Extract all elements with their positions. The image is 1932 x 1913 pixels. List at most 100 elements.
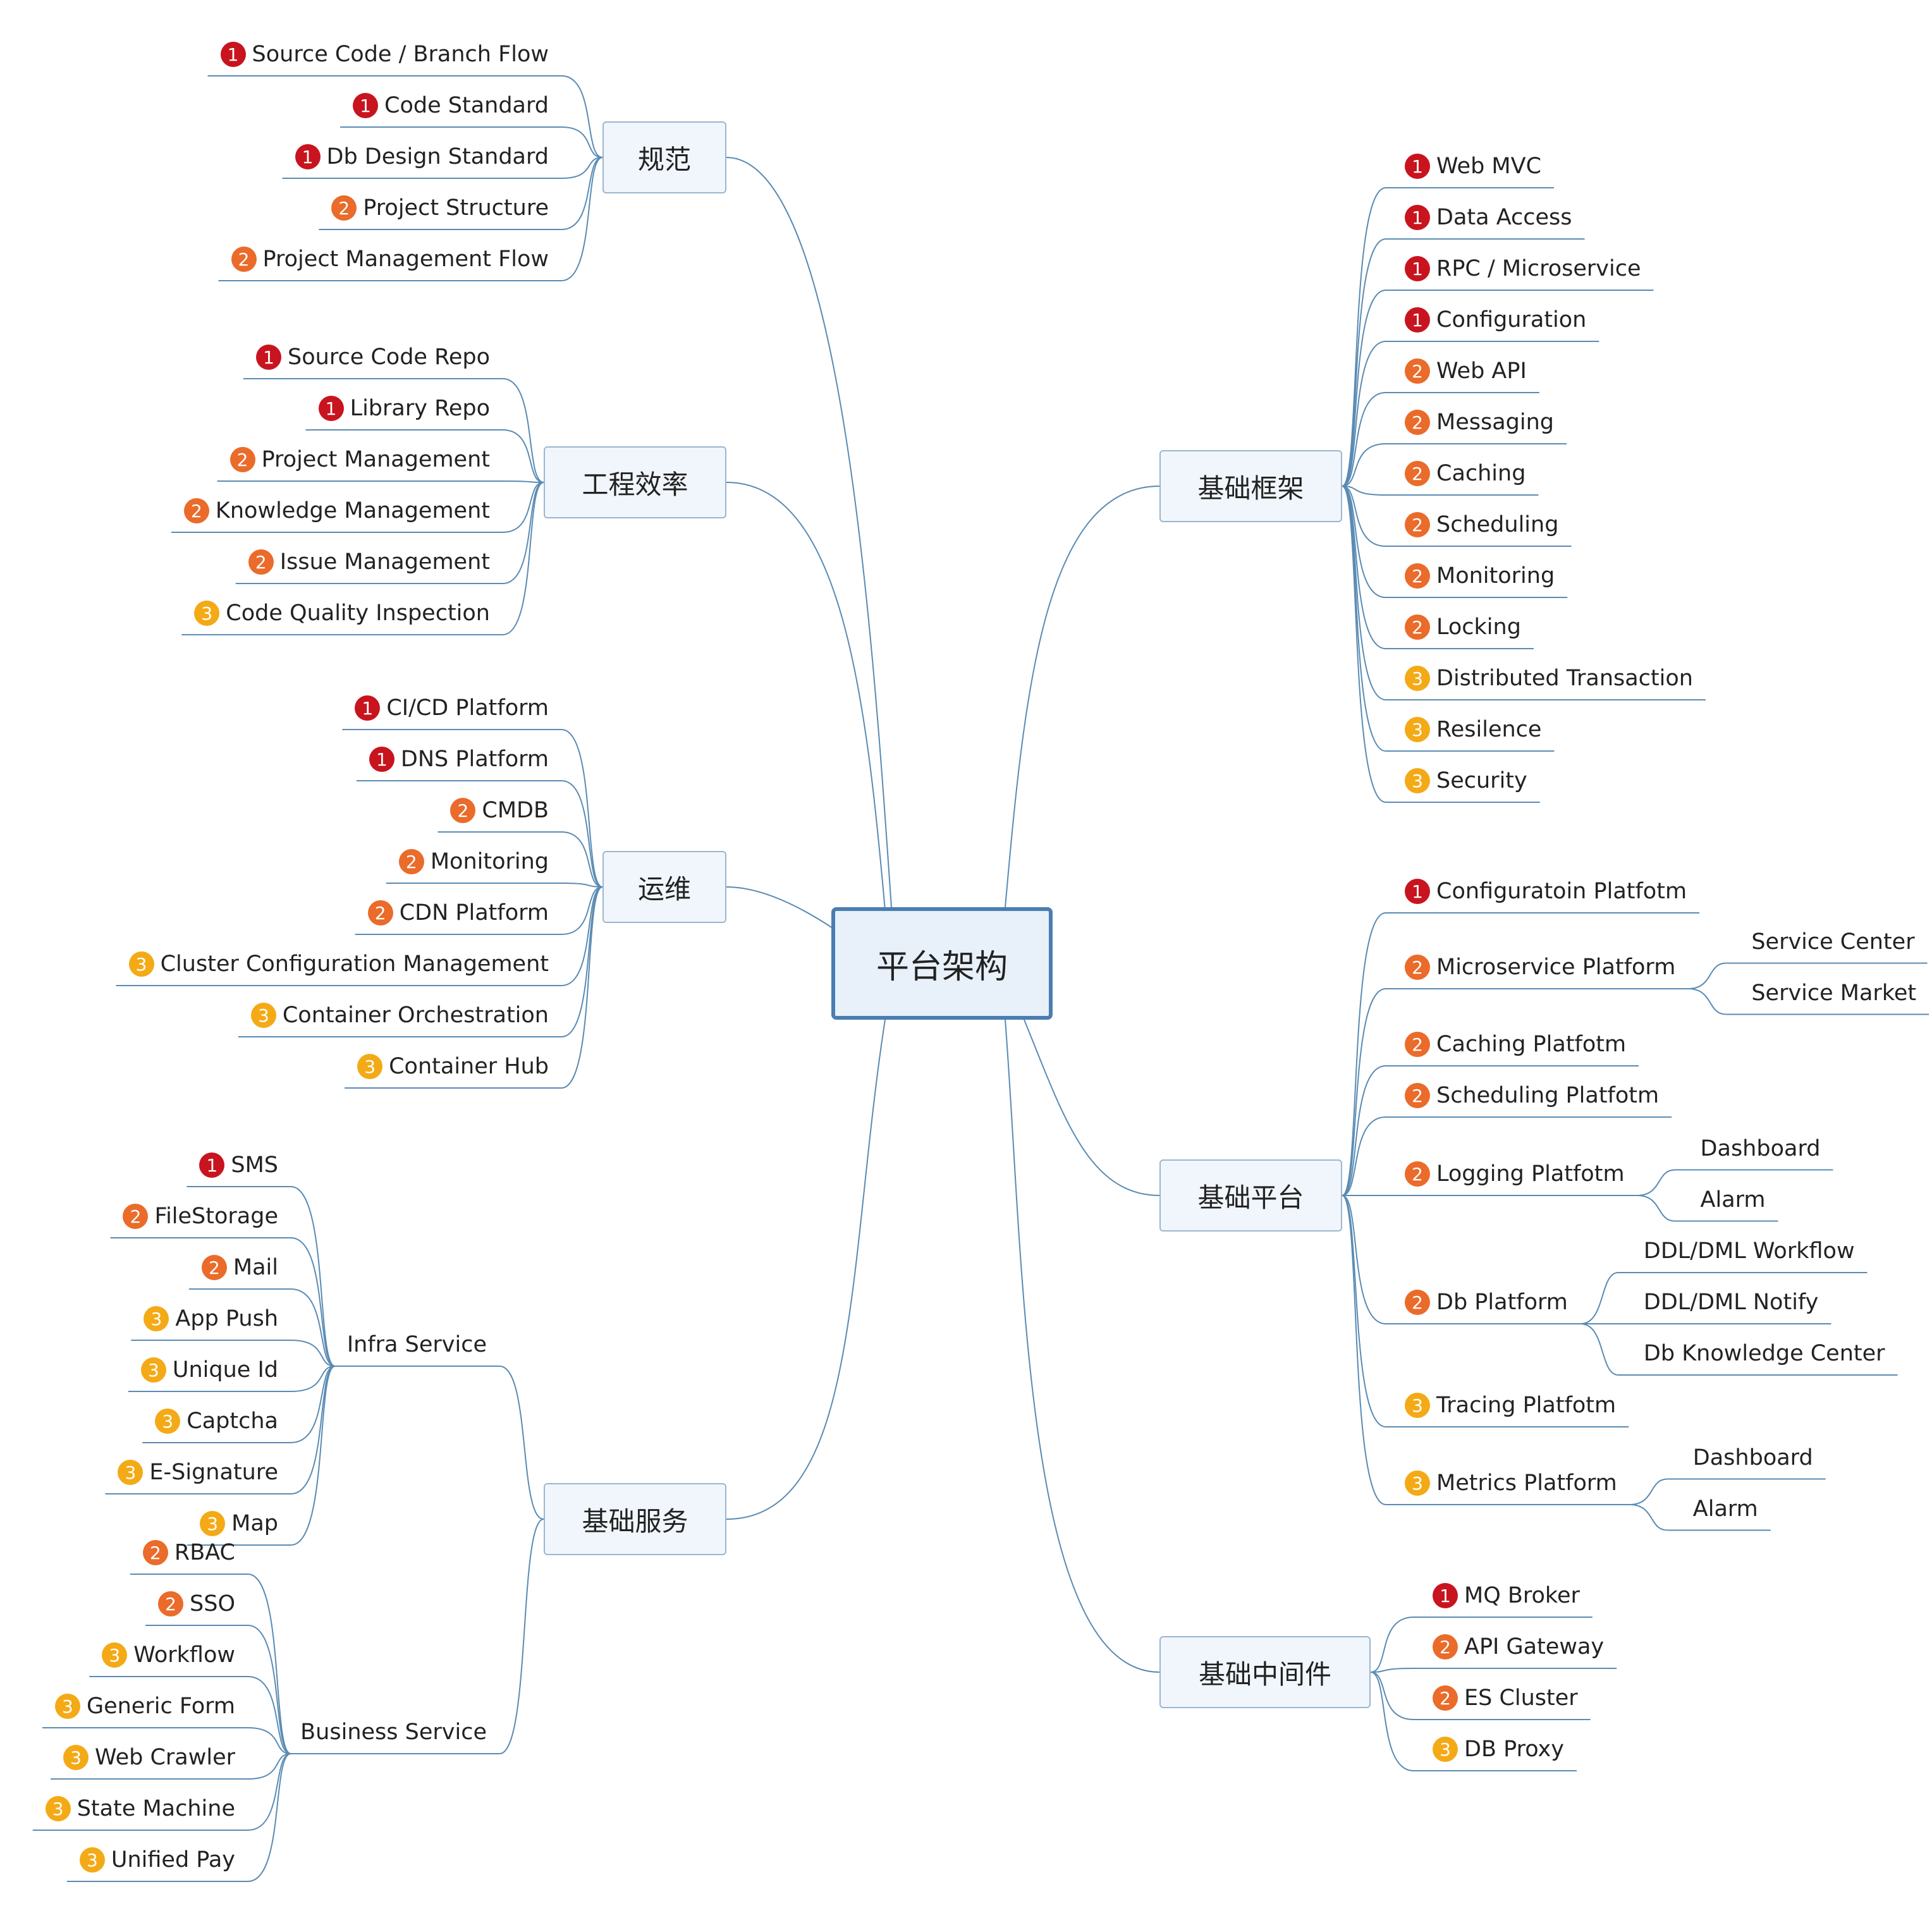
branch-pingtai[interactable]: 基础平台 xyxy=(1159,1159,1342,1232)
branch-zhongjianjian[interactable]: 基础中间件 xyxy=(1159,1636,1371,1708)
leaf-label: Mail xyxy=(233,1255,278,1280)
priority-2-icon: 2 xyxy=(331,195,357,221)
leaf-dashboard[interactable]: Dashboard xyxy=(1693,1444,1813,1472)
connector xyxy=(290,1237,336,1367)
leaf-label: DB Proxy xyxy=(1464,1737,1564,1762)
branch-guifan[interactable]: 规范 xyxy=(602,121,726,193)
connector xyxy=(561,886,603,1089)
leaf-label: RBAC xyxy=(174,1540,235,1565)
leaf-label: Source Code Repo xyxy=(288,345,490,370)
branch-jichufuwu[interactable]: 基础服务 xyxy=(544,1483,726,1555)
connector xyxy=(561,886,603,1037)
leaf-ddl-dml-workflow[interactable]: DDL/DML Workflow xyxy=(1644,1237,1855,1265)
root-node[interactable]: 平台架构 xyxy=(831,907,1053,1020)
leaf-service-center[interactable]: Service Center xyxy=(1751,928,1914,956)
branch-kuangjia[interactable]: 基础框架 xyxy=(1159,450,1342,522)
leaf-ddl-dml-notify[interactable]: DDL/DML Notify xyxy=(1644,1288,1818,1316)
subnode-infra-service[interactable]: Infra Service xyxy=(347,1331,487,1359)
connector xyxy=(1342,486,1386,752)
leaf-dashboard[interactable]: Dashboard xyxy=(1701,1135,1821,1163)
leaf-label: Knowledge Management xyxy=(215,498,490,523)
leaf-label: Security xyxy=(1436,768,1527,793)
leaf-alarm[interactable]: Alarm xyxy=(1693,1495,1758,1523)
connector xyxy=(561,780,603,888)
leaf-label: Messaging xyxy=(1436,410,1554,435)
leaf-service-market[interactable]: Service Market xyxy=(1751,979,1916,1007)
connector xyxy=(1370,1672,1414,1720)
subnode-business-service[interactable]: Business Service xyxy=(300,1718,487,1746)
leaf-db-knowledge-center[interactable]: Db Knowledge Center xyxy=(1644,1340,1885,1367)
leaf-label: Tracing Platfotm xyxy=(1436,1393,1617,1418)
branch-gongcheng[interactable]: 工程效率 xyxy=(544,446,726,518)
connector xyxy=(1370,1668,1414,1673)
connector xyxy=(726,157,892,908)
priority-1-icon: 1 xyxy=(369,747,394,772)
connector xyxy=(502,482,544,533)
priority-3-icon: 3 xyxy=(1433,1737,1458,1762)
leaf-alarm[interactable]: Alarm xyxy=(1701,1186,1766,1214)
branch-yunwei[interactable]: 运维 xyxy=(602,851,726,923)
connector xyxy=(1342,486,1386,547)
priority-1-icon: 1 xyxy=(318,396,344,421)
